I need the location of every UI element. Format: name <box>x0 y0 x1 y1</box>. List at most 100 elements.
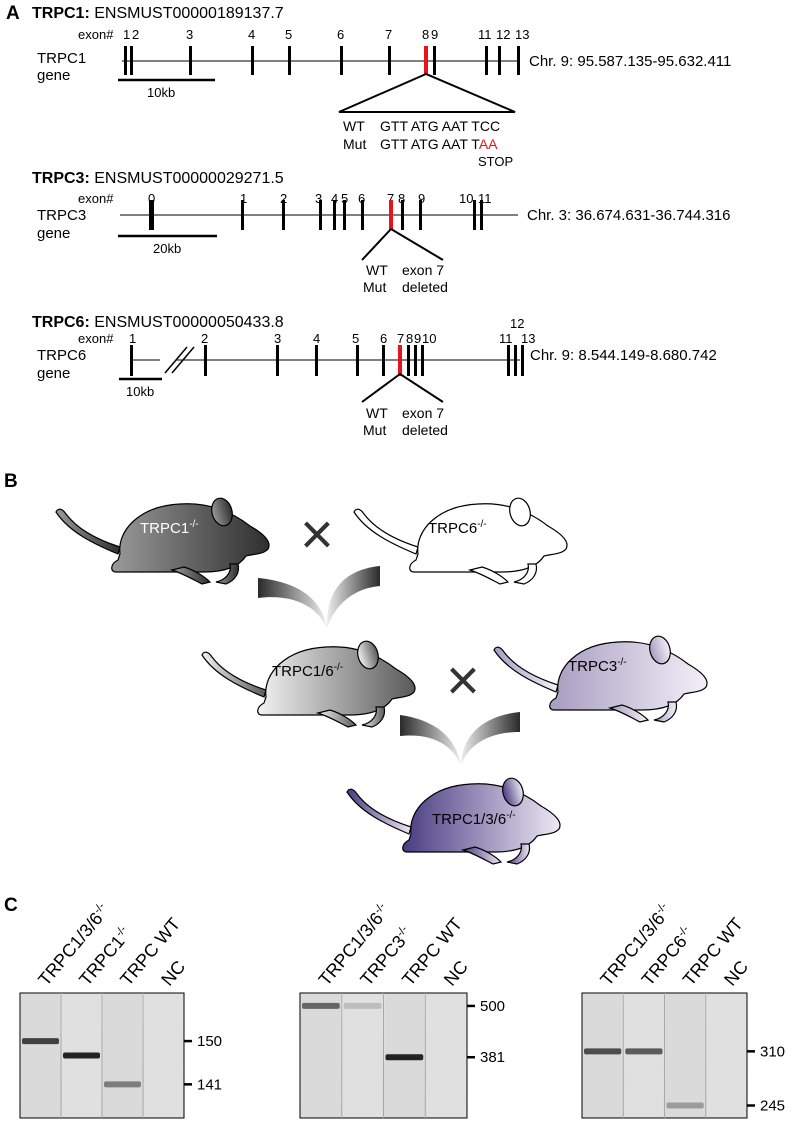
mouse-label: TRPC1-/- <box>140 519 199 537</box>
exon-number: 8 <box>406 331 413 346</box>
exon-number: 0 <box>148 191 155 206</box>
merge-arrow-left <box>258 578 327 628</box>
deletion-genotype-wt: WT <box>366 405 388 421</box>
gel-band <box>625 1048 663 1055</box>
deletion-genotype-mut: Mut <box>363 279 386 295</box>
size-marker-label: 310 <box>760 1043 785 1060</box>
sequence-row-wt: WT GTT ATG AAT TCC <box>343 118 500 134</box>
exon-number: 3 <box>274 331 281 346</box>
size-marker-label: 245 <box>760 1098 785 1115</box>
exon-bar <box>288 46 291 75</box>
exon-label: exon# <box>78 27 114 42</box>
gel-band <box>385 1054 424 1061</box>
gel-lane <box>103 994 142 1117</box>
exon-bar <box>343 200 346 230</box>
mouse-label: TRPC1/6-/- <box>272 662 343 680</box>
lane-label: NC <box>720 957 752 990</box>
gene-label: TRPC1 <box>37 50 86 67</box>
mouse-trpc1-6: TRPC1/6-/- <box>201 638 416 728</box>
exon-number: 6 <box>380 331 387 346</box>
exon-number: 1 <box>240 191 247 206</box>
gel-lane <box>301 994 341 1117</box>
deletion-genotype-wt: WT <box>366 262 388 278</box>
exon-number: 7 <box>397 331 404 346</box>
gene-label: TRPC6 <box>37 347 86 364</box>
exon-number: 1 <box>129 331 136 346</box>
exon-number: 12 <box>510 316 524 331</box>
exon-bar <box>251 46 254 75</box>
mouse-trpc3: TRPC3-/- <box>493 633 708 723</box>
deletion-note: deleted <box>402 422 448 438</box>
exon-number: 5 <box>285 27 292 42</box>
gel-band <box>302 1002 340 1009</box>
exon-bar <box>241 200 244 230</box>
exon-bar <box>315 345 318 376</box>
exon-number: 3 <box>315 191 322 206</box>
exon-number: 4 <box>313 331 320 346</box>
exon-bar <box>473 200 476 230</box>
gene-title: TRPC6: ENSMUST00000050433.8 <box>32 314 284 331</box>
gel-band <box>343 1002 382 1009</box>
exon-number: 2 <box>280 191 287 206</box>
panel-a-letter: A <box>6 3 20 24</box>
exon-number: 6 <box>337 27 344 42</box>
exon-bar <box>421 345 424 376</box>
deletion-genotype-mut: Mut <box>363 422 386 438</box>
exon-bar <box>333 200 336 230</box>
size-marker-label: 150 <box>197 1033 222 1050</box>
exon-number: 5 <box>341 191 348 206</box>
gene-trpc3: TRPC3: ENSMUST00000029271.5 exon# 0 1 2 … <box>32 170 731 295</box>
gel-lane <box>21 994 60 1117</box>
gel-lane <box>665 994 705 1117</box>
gel-lane <box>624 994 664 1117</box>
exon-bar-highlighted <box>398 345 402 376</box>
exon-number: 9 <box>431 27 438 42</box>
gel-lane <box>706 994 746 1117</box>
exon-number: 8 <box>398 191 405 206</box>
exon-number: 3 <box>186 27 193 42</box>
gel-band <box>22 1038 59 1045</box>
lane-label: NC <box>440 957 472 990</box>
exon-bar <box>189 46 192 75</box>
exon-number: 13 <box>515 27 529 42</box>
exon-number: 5 <box>352 331 359 346</box>
chromosome-location: Chr. 3: 36.674.631-36.744.316 <box>527 207 731 224</box>
scale-label: 20kb <box>153 241 181 256</box>
mouse-trpc1-3-6: TRPC1/3/6-/- <box>346 775 561 865</box>
exon-number: 2 <box>132 27 139 42</box>
gel-lane <box>342 994 383 1117</box>
cross-symbol: × <box>446 648 480 713</box>
exon-bar-highlighted <box>424 46 428 75</box>
exon-bar <box>414 345 417 376</box>
exon-number: 10 <box>459 191 473 206</box>
exon-number: 11 <box>499 331 513 346</box>
deletion-note: exon 7 <box>402 405 444 421</box>
gel-band <box>584 1048 622 1055</box>
exon-number: 4 <box>248 27 255 42</box>
deletion-note: exon 7 <box>402 262 444 278</box>
gel-lane <box>144 994 183 1117</box>
exon-bar <box>130 46 133 75</box>
exon-bar <box>507 345 510 376</box>
exon-number: 12 <box>496 27 510 42</box>
exon-bar <box>419 200 422 230</box>
gel-band <box>666 1102 704 1109</box>
exon-bar-highlighted <box>389 200 393 230</box>
exon-number: 2 <box>201 331 208 346</box>
scale-label: 10kb <box>126 384 154 399</box>
gel-band <box>63 1052 100 1059</box>
gene-trpc6: TRPC6: ENSMUST00000050433.8 exon# 1 2 3 … <box>32 314 717 438</box>
exon-number: 9 <box>414 331 421 346</box>
exon-bar <box>517 46 520 75</box>
exon-bar <box>282 200 285 230</box>
exon-bar <box>382 345 385 376</box>
exon-bar <box>356 345 359 376</box>
exon-bar <box>130 345 133 376</box>
mouse-label: TRPC3-/- <box>568 657 627 675</box>
gene-label: gene <box>37 225 70 242</box>
mouse-label: TRPC6-/- <box>428 519 487 537</box>
chromosome-location: Chr. 9: 8.544.149-8.680.742 <box>530 347 717 364</box>
